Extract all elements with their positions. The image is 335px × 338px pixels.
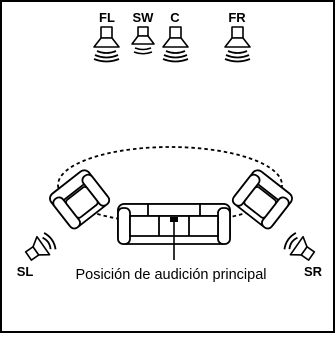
label-c: C: [170, 10, 180, 25]
left-armchair-icon: [49, 169, 111, 230]
label-fr: FR: [228, 10, 246, 25]
label-fl: FL: [99, 10, 115, 25]
surround-left-speaker-icon: [24, 232, 57, 261]
surround-right-speaker-icon: [283, 232, 316, 261]
front-right-speaker-icon: [224, 26, 251, 63]
label-sw: SW: [133, 10, 155, 25]
center-speaker-icon: [162, 26, 189, 63]
main-listening-position-caption: Posición de audición principal: [75, 267, 266, 283]
right-armchair-icon: [231, 169, 293, 230]
label-sl: SL: [17, 264, 34, 279]
subwoofer-speaker-icon: [131, 26, 155, 55]
label-sr: SR: [304, 264, 323, 279]
front-left-speaker-icon: [93, 26, 120, 63]
main-position-marker: [170, 217, 178, 222]
